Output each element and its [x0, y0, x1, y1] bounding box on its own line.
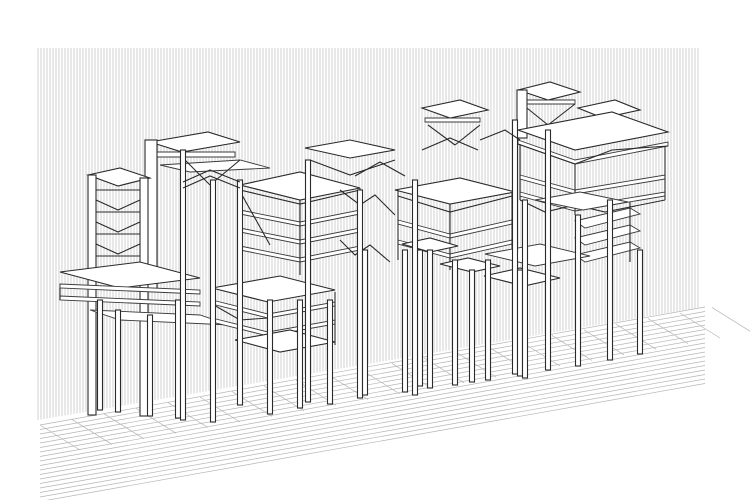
- column-leg: [209, 179, 217, 423]
- grid-line: [167, 402, 209, 428]
- grid-line: [39, 378, 706, 498]
- grid-line: [39, 329, 706, 448]
- tower-left: [86, 167, 152, 417]
- column-leg: [411, 179, 419, 396]
- column-leg: [236, 179, 244, 406]
- grid-line: [39, 424, 81, 451]
- grid-line: [39, 347, 706, 466]
- column-leg: [266, 299, 274, 415]
- column-leg: [96, 299, 104, 411]
- structural-columns: [96, 119, 644, 423]
- grid-line: [711, 307, 750, 332]
- grid-line: [39, 374, 706, 493]
- grid-line: [39, 338, 706, 457]
- column-leg: [401, 249, 409, 393]
- column-leg: [511, 119, 519, 375]
- grid-line: [551, 335, 593, 361]
- grid-line: [39, 360, 706, 480]
- column-leg: [146, 314, 154, 417]
- grid-line: [39, 320, 706, 439]
- grid-line: [199, 396, 241, 423]
- column-leg: [468, 269, 476, 383]
- grid-line: [39, 351, 706, 471]
- column-leg: [451, 259, 459, 386]
- grid-line: [39, 365, 706, 484]
- column-leg: [416, 249, 424, 387]
- column-leg: [606, 199, 614, 361]
- column-leg: [356, 189, 364, 399]
- column-leg: [179, 149, 187, 421]
- column-leg: [361, 249, 369, 396]
- grid-line: [679, 312, 721, 339]
- grid-line: [46, 383, 706, 500]
- column-leg: [296, 299, 304, 409]
- grid-line: [583, 329, 625, 356]
- top-cross-braces: [182, 129, 521, 189]
- column-leg: [636, 249, 644, 355]
- column-leg: [521, 199, 529, 379]
- column-leg: [304, 159, 312, 403]
- column-leg: [326, 299, 334, 405]
- module-left-low: [59, 261, 231, 326]
- grid-line: [39, 356, 706, 475]
- column-leg: [574, 214, 582, 367]
- grid-line: [103, 413, 145, 440]
- column-leg: [114, 309, 122, 413]
- grid-line: [39, 369, 706, 489]
- grid-line: [71, 419, 113, 445]
- module-front-left: [211, 275, 336, 353]
- column-leg: [544, 129, 552, 371]
- grid-line: [615, 323, 657, 350]
- grid-line: [39, 342, 706, 462]
- column-leg: [516, 269, 524, 377]
- tower-module-top-right: [419, 81, 582, 146]
- module-center-left: [239, 171, 361, 275]
- column-leg: [484, 259, 492, 381]
- grid-line: [647, 318, 689, 344]
- column-leg: [174, 299, 182, 419]
- grid-line: [39, 333, 706, 453]
- grid-line: [39, 324, 706, 444]
- column-leg: [426, 249, 434, 389]
